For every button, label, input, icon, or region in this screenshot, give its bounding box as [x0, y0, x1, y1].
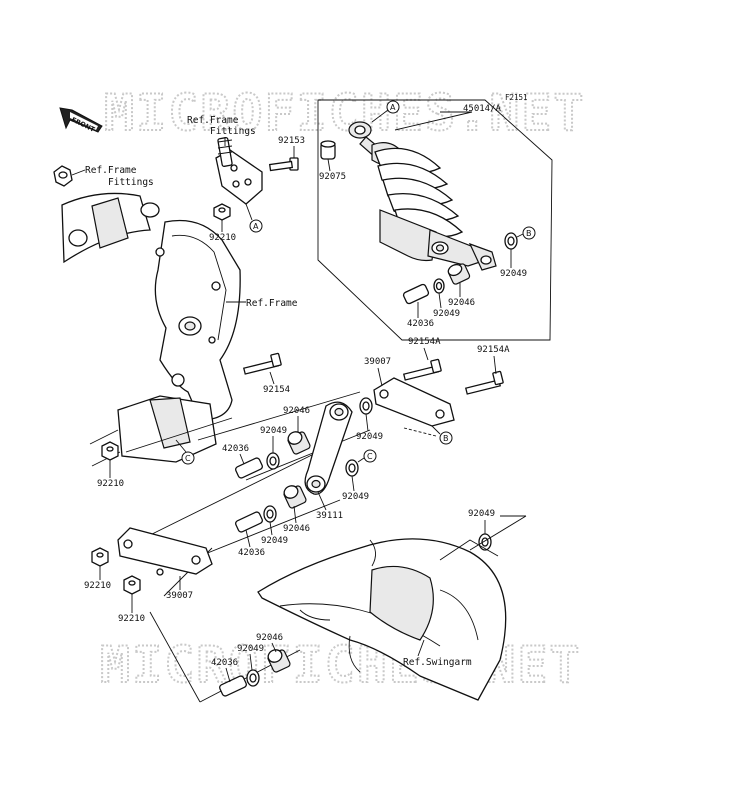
label-92046-box: 92046	[448, 298, 475, 308]
ref-frame-fittings-top: Ref.Frame Fittings	[187, 115, 256, 146]
label-92075: 92075	[319, 172, 346, 182]
label-92049-box-2: 92049	[433, 309, 460, 319]
figure-code: F2151	[505, 93, 528, 102]
bushing-92046-upper	[287, 431, 311, 455]
label-42036-lower: 42036	[238, 548, 265, 558]
label-92210-lower-2: 92210	[118, 614, 145, 624]
label-92049-right: 92049	[468, 509, 495, 519]
frame-body	[61, 192, 241, 467]
label-42036-box: 42036	[407, 319, 434, 329]
label-92049-upper-left: 92049	[260, 426, 287, 436]
svg-text:Fittings: Fittings	[108, 177, 154, 188]
callout-B-center: B	[403, 425, 453, 445]
washer-92049-upper-left	[266, 452, 280, 470]
tie-rod-39007-upper	[373, 377, 455, 427]
nut-frame-fittings-left	[53, 165, 73, 187]
label-92046-bottom: 92046	[256, 633, 283, 643]
washer-92049-box	[504, 232, 518, 250]
callout-C-frame: C	[175, 439, 195, 465]
label-92154: 92154	[263, 385, 290, 395]
bolt-92154A-left	[402, 358, 442, 381]
ref-frame: Ref.Frame	[226, 298, 298, 309]
collar-42036-box	[402, 283, 430, 305]
svg-text:A: A	[390, 103, 396, 112]
bolt-92153	[268, 157, 299, 172]
collar-42036-upper	[235, 457, 263, 479]
ref-frame-fittings-left: Ref.Frame Fittings	[71, 165, 154, 188]
bushing-92046-box	[447, 263, 471, 285]
label-39111: 39111	[316, 511, 343, 521]
label-92049-lower-left: 92049	[261, 536, 288, 546]
label-92210-lower-1: 92210	[84, 581, 111, 591]
nut-92210-lower-2	[123, 575, 141, 595]
label-45014A: 45014/A	[463, 104, 502, 114]
washer-92049-mid	[345, 459, 359, 477]
label-92153: 92153	[278, 136, 305, 146]
washer-92049-right	[478, 533, 492, 551]
label-92046-lower: 92046	[283, 524, 310, 534]
label-92154A-left: 92154A	[408, 337, 441, 347]
shock-absorber-box	[317, 99, 553, 341]
label-92154A-right: 92154A	[477, 345, 510, 355]
svg-text:B: B	[443, 434, 449, 443]
svg-text:Ref.Frame: Ref.Frame	[187, 115, 239, 126]
ref-swingarm: Ref.Swingarm	[403, 639, 472, 668]
label-42036-upper: 42036	[222, 444, 249, 454]
swingarm	[257, 538, 507, 701]
collar-42036-lower	[235, 511, 263, 533]
callout-A-top: A	[371, 100, 400, 123]
svg-text:Ref.Frame: Ref.Frame	[85, 165, 137, 176]
nut-92210-top	[213, 203, 231, 221]
label-92046-upper: 92046	[283, 406, 310, 416]
nut-92210-lower-1	[91, 547, 109, 567]
bolt-92154A-right	[464, 370, 504, 395]
label-92049-upper: 92049	[356, 432, 383, 442]
label-39007-lower: 39007	[166, 591, 193, 601]
watermark-top: MICROFICHES.NET	[104, 84, 586, 142]
label-92049-bottom: 92049	[237, 644, 264, 654]
svg-text:C: C	[367, 452, 373, 461]
callout-C-center: C	[357, 449, 377, 463]
svg-text:B: B	[526, 229, 532, 238]
tie-rod-39007-lower	[117, 527, 213, 576]
bushing-92046-bottom	[267, 649, 291, 673]
washer-92049-bottom	[246, 669, 260, 687]
collar-42036-bottom	[219, 675, 247, 697]
front-arrow-icon: FRONT	[59, 107, 103, 134]
label-92210-left: 92210	[97, 479, 124, 489]
callout-A-bracket: A	[245, 203, 263, 233]
bushing-92075	[320, 140, 336, 160]
label-92049-mid: 92049	[342, 492, 369, 502]
label-92049-box: 92049	[500, 269, 527, 279]
svg-text:A: A	[253, 222, 259, 231]
callout-B-top: B	[516, 226, 536, 240]
washer-92049-box-2	[433, 278, 445, 294]
label-39007-upper: 39007	[364, 357, 391, 367]
washer-92049-upper	[359, 397, 373, 415]
label-42036-bottom: 42036	[211, 658, 238, 668]
rear-shock-absorber	[348, 121, 497, 271]
nut-92210-left	[101, 441, 119, 461]
svg-text:Fittings: Fittings	[210, 126, 256, 137]
rocker-arm-39111	[304, 401, 353, 495]
washer-92049-lower-left	[263, 505, 277, 523]
svg-text:Ref.Frame: Ref.Frame	[246, 298, 298, 309]
svg-text:Ref.Swingarm: Ref.Swingarm	[403, 657, 472, 668]
frame-bracket-top	[215, 137, 263, 205]
svg-text:C: C	[185, 454, 191, 463]
label-92210-top: 92210	[209, 233, 236, 243]
bushing-92046-lower	[283, 485, 307, 509]
watermark-bottom: MICROFICHES.NET	[100, 636, 582, 694]
bolt-92154	[242, 352, 282, 375]
